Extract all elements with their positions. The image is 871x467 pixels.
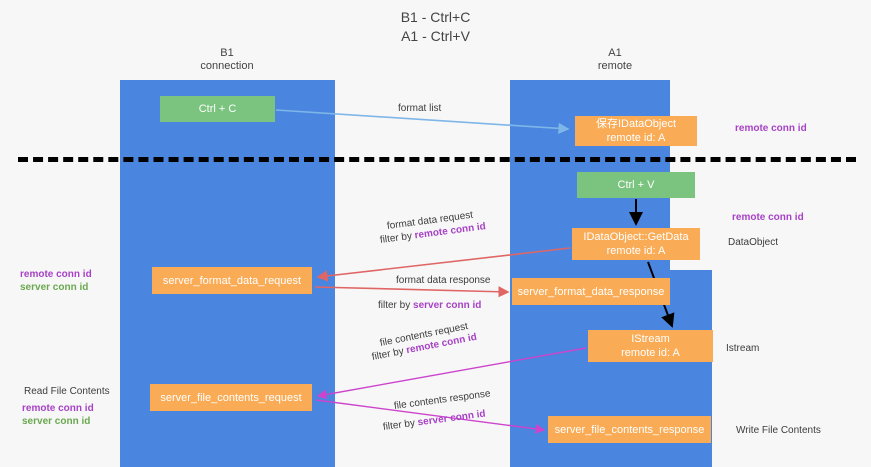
- column-header-b1: B1 connection: [152, 47, 302, 73]
- label-left-remote-conn-id: remote conn id: [20, 269, 92, 280]
- filter-by-prefix-4: filter by: [382, 417, 419, 433]
- label-left-conn-ids-mid: remote conn id server conn id: [20, 268, 92, 294]
- box-istream-line1: IStream: [631, 333, 670, 345]
- label-istream: Istream: [726, 343, 760, 354]
- box-server-file-contents-request-label: server_file_contents_request: [160, 391, 302, 404]
- label-format-data-response: format data response: [396, 275, 491, 286]
- label-format-data-response-filter: filter by server conn id: [378, 299, 481, 312]
- box-server-file-contents-response-label: server_file_contents_response: [554, 423, 705, 436]
- box-ctrl-v[interactable]: Ctrl + V: [577, 172, 695, 198]
- label-remote-conn-id-top: remote conn id: [735, 123, 807, 134]
- box-server-file-contents-request[interactable]: server_file_contents_request: [150, 384, 312, 411]
- box-server-file-contents-response[interactable]: server_file_contents_response: [548, 416, 711, 443]
- column-header-b1-sub: connection: [200, 60, 254, 72]
- box-server-format-data-request-label: server_format_data_request: [162, 274, 302, 287]
- label-dataobject: DataObject: [728, 237, 779, 248]
- box-idataobject-getdata[interactable]: IDataObject::GetData remote id: A: [572, 228, 700, 260]
- label-format-list: format list: [398, 103, 442, 114]
- label-left-server-conn-id-2: server conn id: [22, 416, 91, 427]
- box-ctrl-c[interactable]: Ctrl + C: [160, 96, 275, 122]
- box-istream-line2: remote id: A: [621, 347, 680, 359]
- title-line-1: B1 - Ctrl+C: [400, 9, 471, 25]
- filter-by-prefix-3: filter by: [370, 345, 408, 363]
- box-server-format-data-request[interactable]: server_format_data_request: [152, 267, 312, 294]
- box-server-format-data-response[interactable]: server_format_data_response: [512, 278, 670, 305]
- arrow-format-data-response: [314, 286, 510, 298]
- label-left-conn-ids-bottom: remote conn id server conn id: [22, 402, 94, 428]
- column-header-a1: A1 remote: [540, 47, 690, 73]
- label-filter-server-conn-id-2: server conn id: [416, 408, 487, 429]
- box-ctrl-v-label: Ctrl + V: [617, 179, 655, 191]
- column-header-b1-name: B1: [220, 47, 234, 59]
- box-idataobject-line2: remote id: A: [606, 132, 666, 144]
- box-istream[interactable]: IStream remote id: A: [588, 330, 713, 362]
- box-idataobject[interactable]: 保存IDataObject remote id: A: [575, 116, 697, 146]
- label-read-file-contents: Read File Contents: [24, 386, 110, 397]
- phase-divider: [18, 157, 856, 162]
- box-idataobject-line1: 保存IDataObject: [595, 118, 677, 130]
- diagram-title: B1 - Ctrl+C A1 - Ctrl+V: [0, 8, 871, 46]
- box-getdata-line1: IDataObject::GetData: [583, 231, 689, 243]
- label-left-remote-conn-id-2: remote conn id: [22, 403, 94, 414]
- label-left-server-conn-id: server conn id: [20, 282, 89, 293]
- label-write-file-contents: Write File Contents: [736, 425, 821, 436]
- label-filter-server-conn-id-1: server conn id: [413, 300, 482, 311]
- label-remote-conn-id-mid: remote conn id: [732, 212, 804, 223]
- filter-by-prefix-1: filter by: [379, 230, 416, 246]
- title-line-2: A1 - Ctrl+V: [401, 28, 470, 44]
- column-header-a1-sub: remote: [597, 60, 633, 72]
- box-server-format-data-response-label: server_format_data_response: [517, 285, 665, 298]
- filter-by-prefix-2: filter by: [378, 300, 414, 311]
- box-getdata-line2: remote id: A: [606, 245, 666, 257]
- column-header-a1-name: A1: [608, 47, 622, 59]
- box-ctrl-c-label: Ctrl + C: [198, 103, 237, 115]
